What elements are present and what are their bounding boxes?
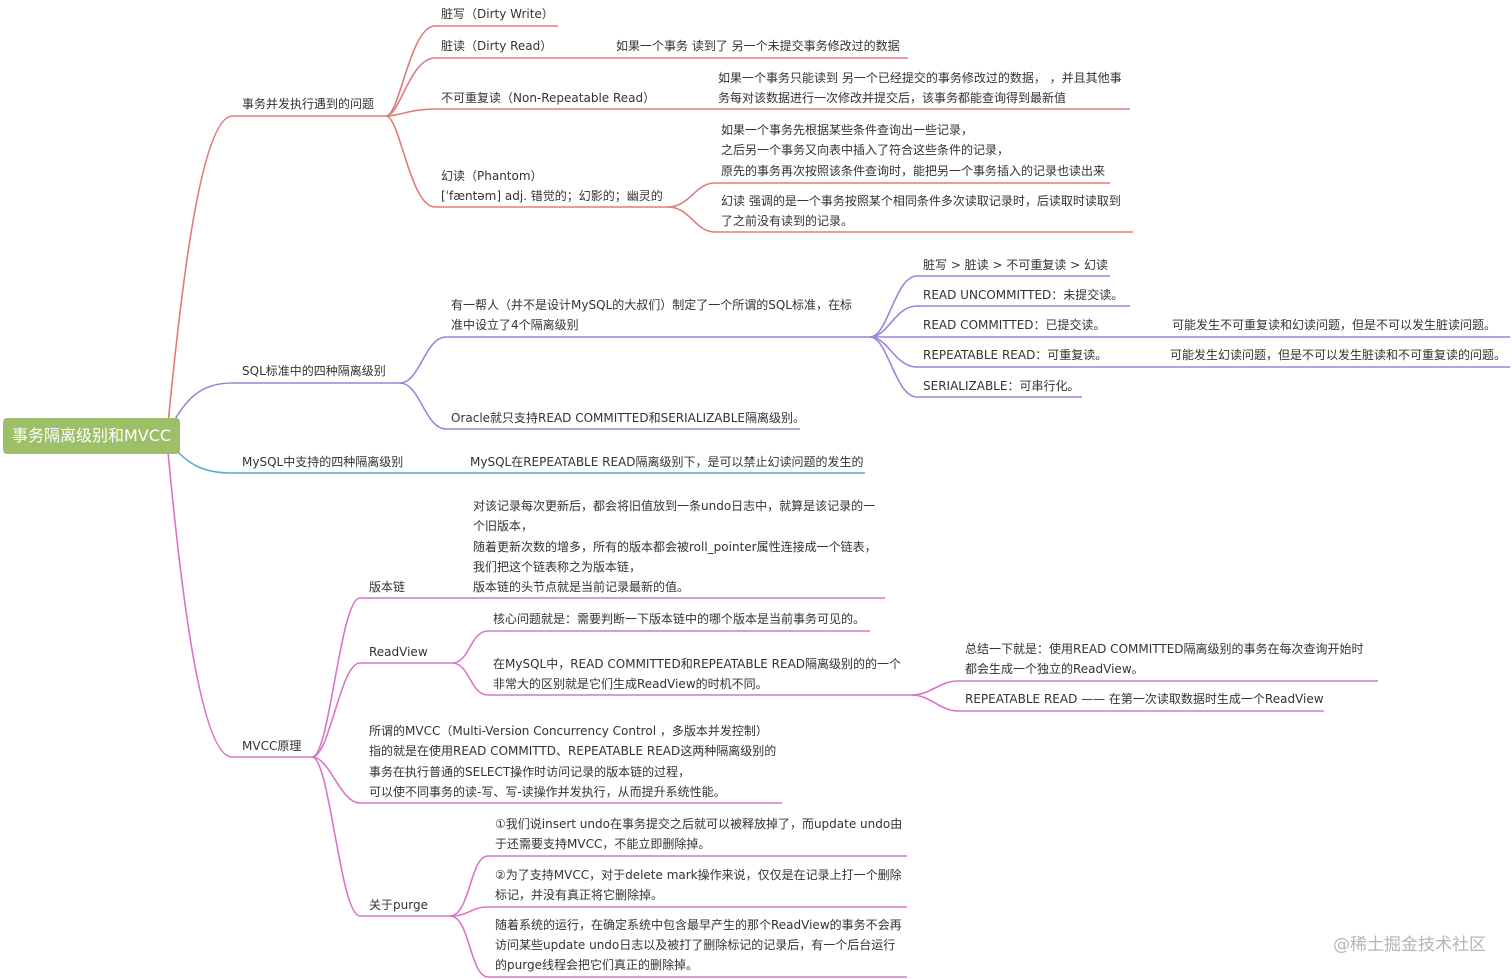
branch-concurrency-label[interactable]: 事务并发执行遇到的问题 bbox=[242, 97, 375, 111]
purge1-line: 于还需要支持MVCC，不能立即删除掉。 bbox=[495, 837, 711, 851]
purge3-line: 的purge线程会把它们真正的删除掉。 bbox=[495, 958, 698, 972]
phantom-node-line[interactable]: 幻读（Phantom） bbox=[441, 169, 543, 183]
level-repeatable-read[interactable]: REPEATABLE READ：可重复读。 bbox=[923, 348, 1108, 362]
branch-mysql-label[interactable]: MySQL中支持的四种隔离级别 bbox=[242, 455, 404, 469]
purge3-line: 访问某些update undo日志以及被打了删除标记的记录后，有一个后台运行 bbox=[495, 938, 896, 952]
mvcc-def-line: 指的就是在使用READ COMMITTD、REPEATABLE READ这两种隔… bbox=[369, 744, 777, 758]
version-chain-desc-line: 版本链的头节点就是当前记录最新的值。 bbox=[473, 580, 690, 594]
version-chain-desc-line: 我们把这个链表称之为版本链， bbox=[473, 560, 642, 574]
branch-mvcc-lines bbox=[167, 451, 1378, 978]
level-serializable[interactable]: SERIALIZABLE：可串行化。 bbox=[923, 379, 1080, 393]
non-repeatable-node[interactable]: 不可重复读（Non-Repeatable Read） bbox=[441, 91, 656, 105]
mvcc-def-line: 可以使不同事务的读-写、写-读操作并发执行，从而提升系统性能。 bbox=[369, 785, 726, 799]
oracle-note: Oracle就只支持READ COMMITTED和SERIALIZABLE隔离级… bbox=[451, 411, 806, 425]
phantom-desc2-line: 幻读 强调的是一个事务按照某个相同条件多次读取记录时，后读取时读取到 bbox=[721, 194, 1121, 208]
phantom-desc1-line: 原先的事务再次按照该条件查询时，能把另一个事务插入的记录也读出来 bbox=[721, 164, 1106, 178]
readview-node[interactable]: ReadView bbox=[369, 645, 428, 659]
sql-intro-line: 准中设立了4个隔离级别 bbox=[451, 318, 579, 332]
version-chain-desc-line: 对该记录每次更新后，都会将旧值放到一条undo日志中，就算是该记录的一 bbox=[473, 499, 876, 513]
phantom-desc2-line: 了之前没有读到的记录。 bbox=[721, 214, 854, 228]
sql-intro-line: 有一帮人（并不是设计MySQL的大叔们）制定了一个所谓的SQL标准，在标 bbox=[451, 298, 852, 312]
mvcc-def-line: 事务在执行普通的SELECT操作时访问记录的版本链的过程， bbox=[369, 765, 691, 779]
branch-sql-standard-label[interactable]: SQL标准中的四种隔离级别 bbox=[242, 364, 386, 378]
read-committed-note: 可能发生不可重复读和幻读问题，但是不可以发生脏读问题。 bbox=[1172, 318, 1497, 332]
readview-rr: REPEATABLE READ —— 在第一次读取数据时生成一个ReadView bbox=[965, 692, 1324, 706]
dirty-read-desc: 如果一个事务 读到了 另一个未提交事务修改过的数据 bbox=[616, 39, 900, 53]
readview-core: 核心问题就是：需要判断一下版本链中的哪个版本是当前事务可见的。 bbox=[493, 612, 866, 626]
dirty-read-node[interactable]: 脏读（Dirty Read） bbox=[441, 39, 553, 53]
purge2-line: 标记，并没有真正将它删除掉。 bbox=[495, 888, 664, 902]
branch-concurrency-lines bbox=[167, 25, 1133, 425]
branch-mvcc-label[interactable]: MVCC原理 bbox=[242, 739, 302, 753]
readview-rc-line: 都会生成一个独立的ReadView。 bbox=[965, 662, 1144, 676]
readview-rc-line: 总结一下就是：使用READ COMMITTED隔离级别的事务在每次查询开始时 bbox=[965, 642, 1364, 656]
readview-diff-line: 非常大的区别就是它们生成ReadView的时机不同。 bbox=[493, 677, 768, 691]
version-chain-desc-line: 随着更新次数的增多，所有的版本都会被roll_pointer属性连接成一个链表， bbox=[473, 540, 877, 554]
branch-sql-standard-lines bbox=[169, 275, 1510, 430]
purge2-line: ②为了支持MVCC，对于delete mark操作来说，仅仅是在记录上打一个删除 bbox=[495, 868, 902, 882]
mvcc-def-line: 所谓的MVCC（Multi-Version Concurrency Contro… bbox=[369, 724, 768, 738]
purge1-line: ①我们说insert undo在事务提交之后就可以被释放掉了，而update u… bbox=[495, 817, 903, 831]
level-read-uncommitted[interactable]: READ UNCOMMITTED：未提交读。 bbox=[923, 288, 1124, 302]
phantom-node-line[interactable]: [ˈfæntəm] adj. 错觉的；幻影的；幽灵的 bbox=[441, 189, 663, 203]
repeatable-read-note: 可能发生幻读问题，但是不可以发生脏读和不可重复读的问题。 bbox=[1170, 348, 1507, 362]
dirty-write-node[interactable]: 脏写（Dirty Write） bbox=[441, 7, 554, 21]
purge-node[interactable]: 关于purge bbox=[369, 898, 428, 912]
purge3-line: 随着系统的运行，在确定系统中包含最早产生的那个ReadView的事务不会再 bbox=[495, 918, 902, 932]
version-chain-desc-line: 个旧版本， bbox=[473, 519, 534, 533]
severity-order: 脏写 > 脏读 > 不可重复读 > 幻读 bbox=[923, 258, 1109, 272]
phantom-desc1-line: 之后另一个事务又向表中插入了符合这些条件的记录， bbox=[721, 143, 1010, 157]
watermark: @稀土掘金技术社区 bbox=[1333, 935, 1486, 955]
version-chain-node[interactable]: 版本链 bbox=[369, 580, 406, 594]
non-repeatable-desc-line: 如果一个事务只能读到 另一个已经提交的事务修改过的数据， ，并且其他事 bbox=[718, 71, 1122, 85]
non-repeatable-desc-line: 务每对该数据进行一次修改并提交后，该事务都能查询得到最新值 bbox=[718, 91, 1067, 105]
root-node[interactable]: 事务隔离级别和MVCC bbox=[3, 418, 180, 454]
phantom-desc1-line: 如果一个事务先根据某些条件查询出一些记录， bbox=[721, 123, 974, 137]
level-read-committed[interactable]: READ COMMITTED：已提交读。 bbox=[923, 318, 1106, 332]
mysql-desc: MySQL在REPEATABLE READ隔离级别下，是可以禁止幻读问题的发生的 bbox=[470, 455, 864, 469]
readview-diff-line: 在MySQL中，READ COMMITTED和REPEATABLE READ隔离… bbox=[493, 657, 902, 671]
